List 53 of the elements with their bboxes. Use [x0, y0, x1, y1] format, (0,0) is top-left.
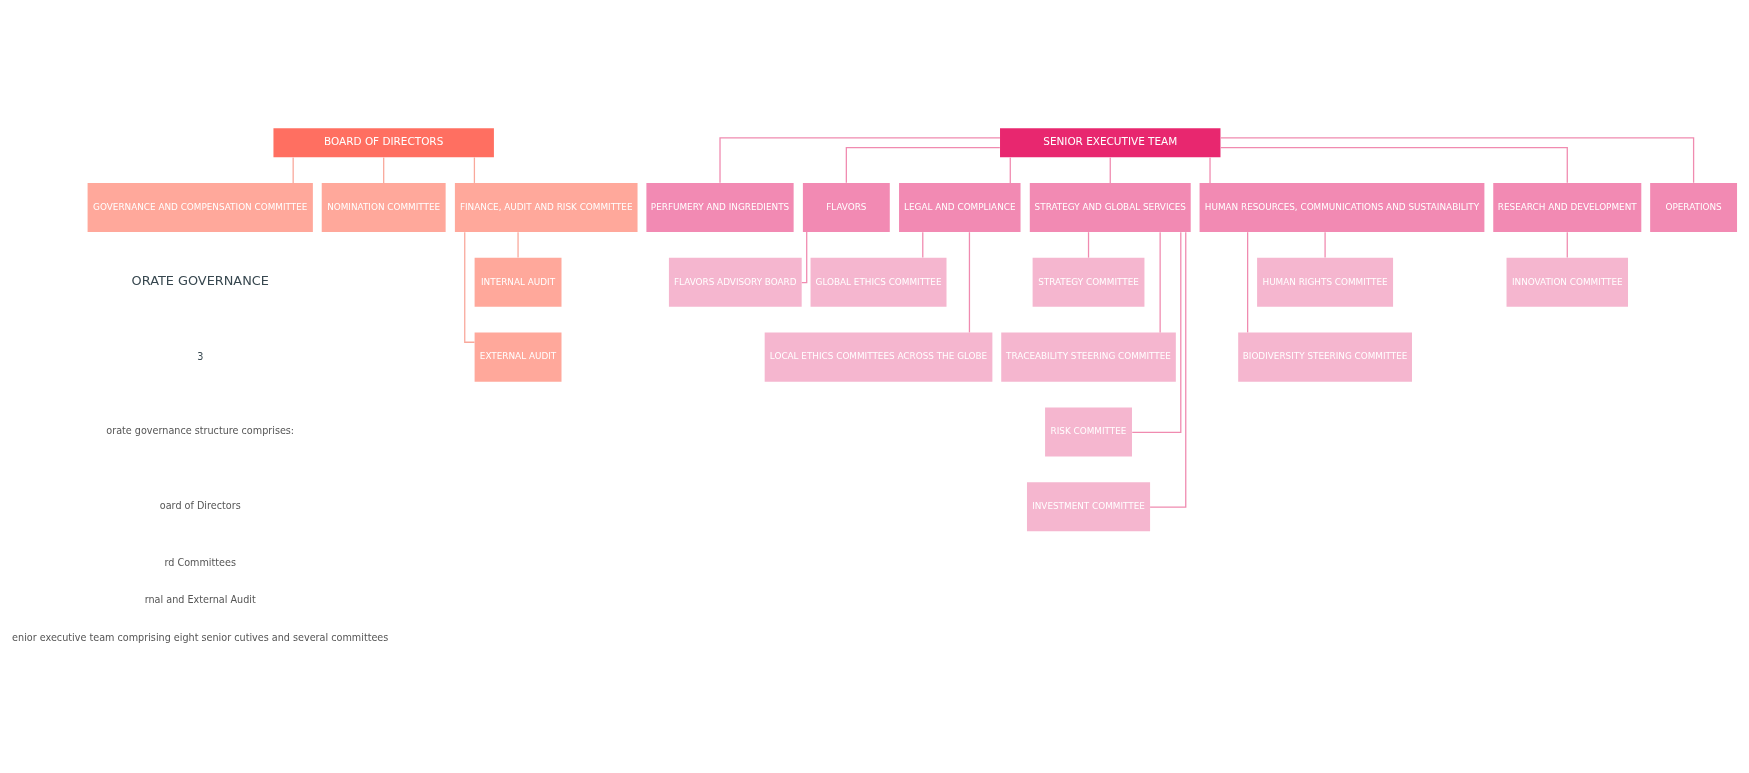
connector	[464, 231, 476, 343]
node-box: GLOBAL ETHICS COMMITTEE	[810, 257, 947, 307]
node-box: LOCAL ETHICS COMMITTEES ACROSS THE GLOBE	[764, 332, 993, 382]
connector	[1087, 231, 1090, 259]
connector	[1159, 231, 1161, 334]
label: rd Committees	[164, 556, 236, 568]
connector	[1219, 146, 1568, 184]
node-box: PERFUMERY AND INGREDIENTS	[646, 182, 794, 232]
node-box: INVESTMENT COMMITTEE	[1026, 482, 1151, 532]
node-box: INTERNAL AUDIT	[474, 257, 562, 307]
node-box: NOMINATION COMMITTEE	[321, 182, 446, 232]
node-box: STRATEGY AND GLOBAL SERVICES	[1029, 182, 1191, 232]
connector	[1149, 231, 1187, 508]
node-box: RESEARCH AND DEVELOPMENT	[1493, 182, 1642, 232]
node-box: STRATEGY COMMITTEE	[1032, 257, 1145, 307]
connector	[1220, 137, 1695, 184]
node-box: FLAVORS	[802, 182, 890, 232]
connector	[801, 231, 808, 284]
node-box: RISK COMMITTEE	[1045, 407, 1132, 457]
label: rnal and External Audit	[144, 594, 256, 606]
connector	[922, 231, 924, 259]
label: orate governance structure comprises:	[106, 425, 295, 437]
node-box: INNOVATION COMMITTEE	[1506, 257, 1628, 307]
connector	[292, 156, 294, 184]
node-box: GOVERNANCE AND COMPENSATION COMMITTEE	[87, 182, 313, 232]
connector	[1109, 156, 1111, 184]
node-box: FINANCE, AUDIT AND RISK COMMITTEE	[454, 182, 638, 232]
connector	[845, 146, 1001, 184]
label: oard of Directors	[159, 500, 241, 512]
label: enior executive team comprising eight senior cutives and several committees	[12, 632, 389, 644]
node-box: SENIOR EXECUTIVE TEAM	[1000, 128, 1221, 158]
connector	[473, 156, 476, 184]
node-box: HUMAN RESOURCES, COMMUNICATIONS AND SUSTAINABILITY	[1199, 182, 1485, 232]
node-box: EXTERNAL AUDIT	[474, 332, 562, 382]
node-box: LEGAL AND COMPLIANCE	[899, 182, 1021, 232]
node-box: FLAVORS ADVISORY BOARD	[668, 257, 802, 307]
connector	[1566, 231, 1568, 259]
connector	[719, 137, 1001, 184]
node-box: HUMAN RIGHTS COMMITTEE	[1257, 257, 1394, 307]
connector	[1131, 231, 1182, 433]
node-box: BOARD OF DIRECTORS	[273, 128, 494, 158]
label: 3	[197, 350, 204, 362]
node-box: OPERATIONS	[1650, 182, 1738, 232]
connector	[1324, 231, 1326, 259]
node-box: TRACEABILITY STEERING COMMITTEE	[1001, 332, 1176, 382]
connector	[1247, 231, 1249, 334]
connector	[1009, 156, 1011, 184]
label: ORATE GOVERNANCE	[131, 273, 269, 289]
connector	[1209, 156, 1211, 184]
connector	[968, 231, 971, 334]
node-box: BIODIVERSITY STEERING COMMITTEE	[1238, 332, 1412, 382]
connector	[517, 231, 519, 259]
connector	[383, 156, 385, 184]
